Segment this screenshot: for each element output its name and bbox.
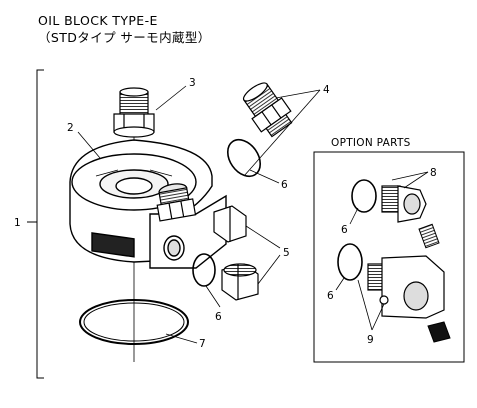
title-line-2: （STDタイプ サーモ内蔵型） — [38, 30, 211, 45]
fitting-upper — [242, 82, 293, 138]
leader-6b — [205, 285, 221, 308]
center-nipple — [113, 87, 155, 138]
callout-1: 1 — [14, 217, 21, 229]
callout-4: 4 — [323, 84, 330, 96]
callout-6d: 6 — [327, 290, 334, 302]
option-fitting-8 — [381, 185, 427, 223]
option-8-leaders — [391, 171, 429, 189]
callout-6a: 6 — [281, 179, 288, 191]
leader-2 — [77, 131, 101, 159]
callout-2: 2 — [67, 122, 74, 134]
leader-7 — [165, 333, 198, 344]
option-9-leaders — [357, 279, 385, 331]
leader-6d — [335, 277, 345, 291]
diagram-title: OIL BLOCK TYPE-E （STDタイプ サーモ内蔵型） — [38, 12, 211, 46]
option-parts-title: OPTION PARTS — [331, 137, 411, 149]
o-ring-lower — [192, 253, 216, 287]
plug-lower — [221, 263, 259, 301]
oil-block-body — [69, 139, 227, 269]
fitting-4-leaders — [243, 89, 321, 177]
option-o-ring-top — [351, 179, 377, 213]
large-o-ring — [79, 299, 189, 345]
callout-9: 9 — [367, 334, 374, 346]
assembly-bracket — [27, 69, 44, 379]
leader-6a — [249, 169, 280, 184]
callout-6c: 6 — [341, 224, 348, 236]
option-o-ring-bottom — [337, 243, 363, 281]
callout-5: 5 — [283, 247, 290, 259]
o-ring-upper — [226, 138, 262, 178]
callout-8: 8 — [430, 167, 437, 179]
title-line-1: OIL BLOCK TYPE-E — [38, 13, 158, 28]
callout-6b: 6 — [215, 311, 222, 323]
option-parts-box — [313, 151, 465, 363]
fitting-lower — [156, 183, 197, 222]
leader-6c — [349, 207, 359, 225]
option-sensor-adapter — [367, 255, 445, 319]
callout-3: 3 — [189, 77, 196, 89]
option-plug-bottom — [427, 321, 451, 343]
leader-3 — [155, 85, 187, 111]
callout-7: 7 — [199, 338, 206, 350]
option-plug-top — [418, 223, 440, 249]
plug-upper — [213, 205, 247, 243]
plug-5-leaders — [245, 225, 281, 285]
